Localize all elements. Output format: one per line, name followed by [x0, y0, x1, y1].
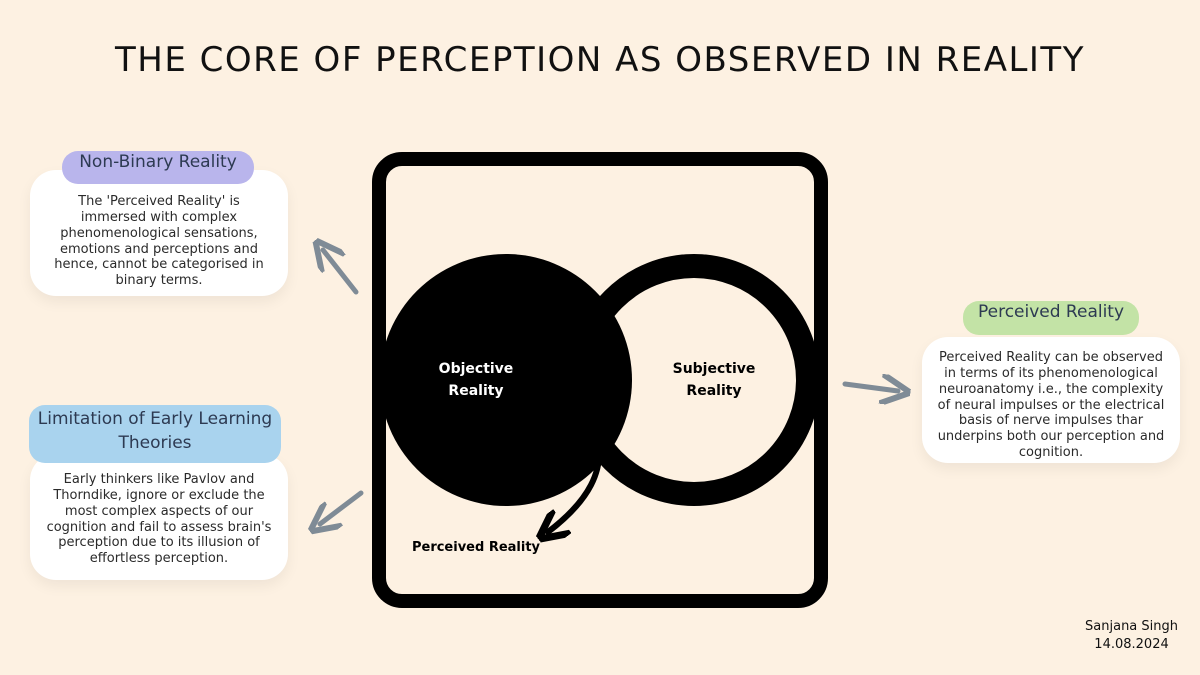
signature: Sanjana Singh 14.08.2024: [1085, 618, 1178, 654]
limitation-card: Early thinkers like Pavlov and Thorndike…: [30, 454, 288, 580]
subjective-label-line2: Reality: [686, 383, 741, 399]
non-binary-heading: Non-Binary Reality: [62, 151, 254, 184]
link-icon: [579, 366, 621, 394]
perceived-text: Perceived Reality can be observed in ter…: [937, 350, 1165, 461]
non-binary-card: The 'Perceived Reality' is immersed with…: [30, 170, 288, 296]
signature-name: Sanjana Singh: [1085, 619, 1178, 634]
perceived-arrow: [548, 435, 603, 532]
limitation-text: Early thinkers like Pavlov and Thorndike…: [46, 472, 272, 567]
page-title: THE CORE OF PERCEPTION AS OBSERVED IN RE…: [115, 40, 1085, 80]
perceived-card: Perceived Reality can be observed in ter…: [922, 337, 1180, 463]
objective-label-line2: Reality: [448, 383, 503, 399]
arrow-icon-upper-left: [323, 250, 359, 295]
limitation-heading: Limitation of Early Learning Theories: [29, 405, 281, 463]
bottom-label: Perceived Reality: [412, 540, 541, 555]
venn-frame: [372, 152, 828, 608]
signature-date: 14.08.2024: [1094, 637, 1169, 653]
objective-label-line1: Objective: [439, 361, 514, 377]
objective-circle: [380, 254, 632, 506]
non-binary-text: The 'Perceived Reality' is immersed with…: [54, 194, 264, 289]
arrow-icon-right: [842, 384, 898, 391]
subjective-label-line1: Subjective: [673, 361, 756, 377]
perceived-heading: Perceived Reality: [963, 301, 1139, 335]
arrow-icon-lower-left: [320, 490, 364, 524]
subjective-circle: [568, 254, 820, 506]
